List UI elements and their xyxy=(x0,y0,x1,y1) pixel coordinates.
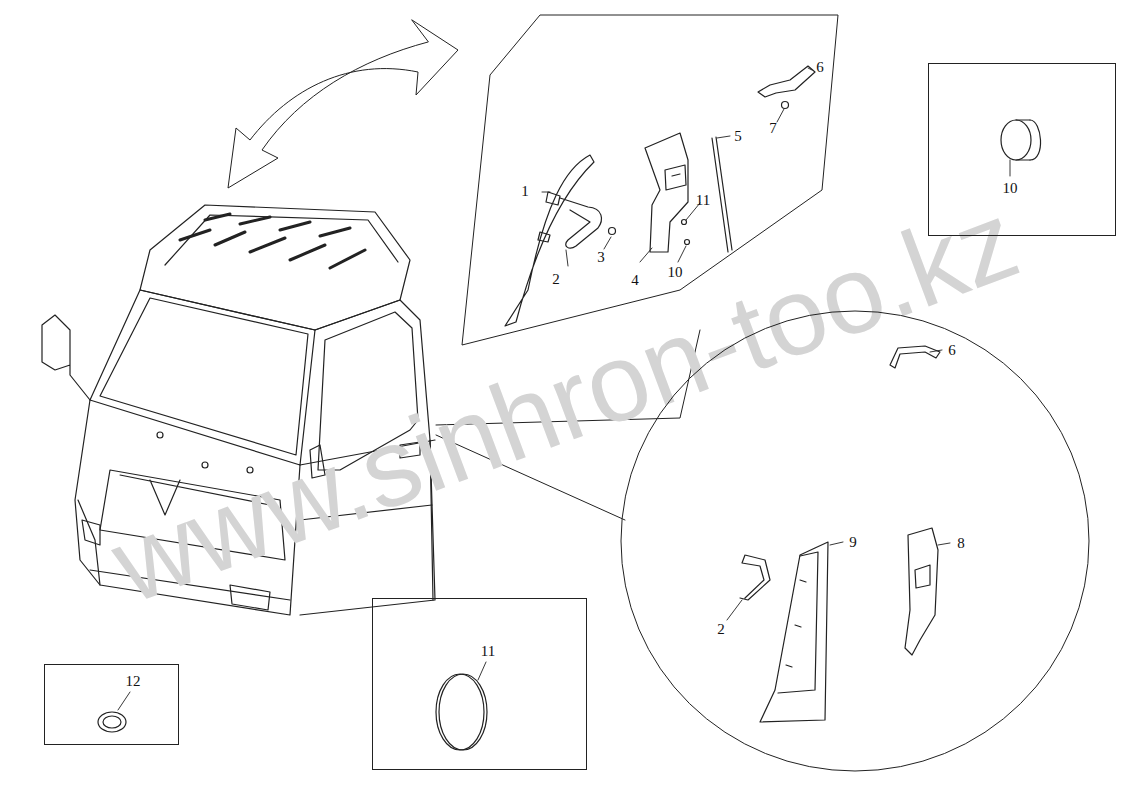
pillar-trim-parts-line xyxy=(712,137,732,252)
rotation-arrow-line xyxy=(228,20,458,188)
callout-number: 11 xyxy=(481,644,495,659)
cap-part xyxy=(1001,120,1041,176)
rear-pillar-parts-line xyxy=(915,565,930,588)
pillar-trim-parts-line xyxy=(609,228,616,235)
grommet-part-line xyxy=(103,716,121,728)
inset-border xyxy=(45,665,179,745)
pillar-trim-parts-line xyxy=(505,155,594,326)
cap-part-line xyxy=(1016,120,1030,160)
callout-number: 10 xyxy=(668,265,683,280)
inset-panel: 6 9 8 2 xyxy=(620,310,1090,772)
rear-pillar-parts xyxy=(727,346,950,722)
pillar-trim-parts-line xyxy=(560,198,601,248)
rear-pillar-parts-line xyxy=(786,580,806,667)
plug-part-line xyxy=(439,674,487,750)
callout-number: 1 xyxy=(521,184,529,199)
inset-border xyxy=(621,311,1089,771)
pillar-trim-parts-line xyxy=(782,102,789,109)
inset-border xyxy=(929,64,1116,236)
callout-number: 7 xyxy=(769,121,777,136)
inset-panel: 67511131042 xyxy=(462,15,839,346)
inset-panel: 10 xyxy=(928,63,1116,236)
plug-part xyxy=(436,662,487,750)
truck-cab-line xyxy=(100,298,308,455)
callout-number: 6 xyxy=(948,343,956,358)
truck-cab-line xyxy=(180,214,365,268)
callout-number: 12 xyxy=(126,674,141,689)
inset-outline xyxy=(462,15,839,346)
truck-cab-line xyxy=(230,585,270,610)
plug-part-line xyxy=(478,662,486,680)
inset-panel: 12 xyxy=(44,664,179,745)
callout-number: 2 xyxy=(717,622,725,637)
inset-outline xyxy=(372,598,587,770)
inset-outline xyxy=(928,63,1116,236)
callout-number: 9 xyxy=(849,535,857,550)
grommet-part xyxy=(98,692,130,732)
grommet-part-line xyxy=(118,692,130,710)
truck-cab-line xyxy=(90,290,315,465)
plug-part-line xyxy=(436,674,484,750)
inset-panel: 11 xyxy=(372,598,587,770)
inset-border xyxy=(373,599,587,770)
callout-number: 2 xyxy=(552,272,560,287)
pillar-trim-parts-line xyxy=(538,192,560,242)
rear-pillar-parts-line xyxy=(727,350,950,620)
rear-pillar-parts-line xyxy=(905,528,938,655)
pillar-trim-parts-line xyxy=(758,66,815,97)
callout-number: 4 xyxy=(631,273,639,288)
truck-cab-line xyxy=(42,315,90,400)
pillar-trim-parts-line xyxy=(645,133,688,252)
grommet-part-line xyxy=(98,712,126,732)
cap-part-line xyxy=(1001,120,1031,160)
rear-pillar-parts-line xyxy=(778,552,818,693)
pillar-trim-parts-line xyxy=(665,165,686,190)
callout-number: 11 xyxy=(696,193,710,208)
truck-cab-line xyxy=(202,462,208,468)
callout-number: 8 xyxy=(957,536,965,551)
truck-cab-line xyxy=(82,520,100,545)
callout-number: 6 xyxy=(816,60,824,75)
cap-part-line xyxy=(1010,160,1011,176)
truck-cab-line xyxy=(157,432,163,438)
truck-cab-line xyxy=(78,500,100,585)
rear-pillar-parts-line xyxy=(740,555,770,600)
inset-outline xyxy=(44,664,179,745)
callout-number: 10 xyxy=(1003,181,1018,196)
callout-number: 5 xyxy=(734,129,742,144)
rear-pillar-parts-line xyxy=(890,346,940,368)
pillar-trim-parts-line xyxy=(685,240,690,245)
pillar-trim-parts-line xyxy=(542,68,812,266)
inset-border xyxy=(462,15,838,345)
watermark: www.sinhron-too.kz xyxy=(99,183,1031,620)
rear-pillar-parts-line xyxy=(760,542,828,722)
cap-part-line xyxy=(1030,120,1041,160)
callout-number: 3 xyxy=(597,250,605,265)
rotation-arrow xyxy=(228,20,458,188)
